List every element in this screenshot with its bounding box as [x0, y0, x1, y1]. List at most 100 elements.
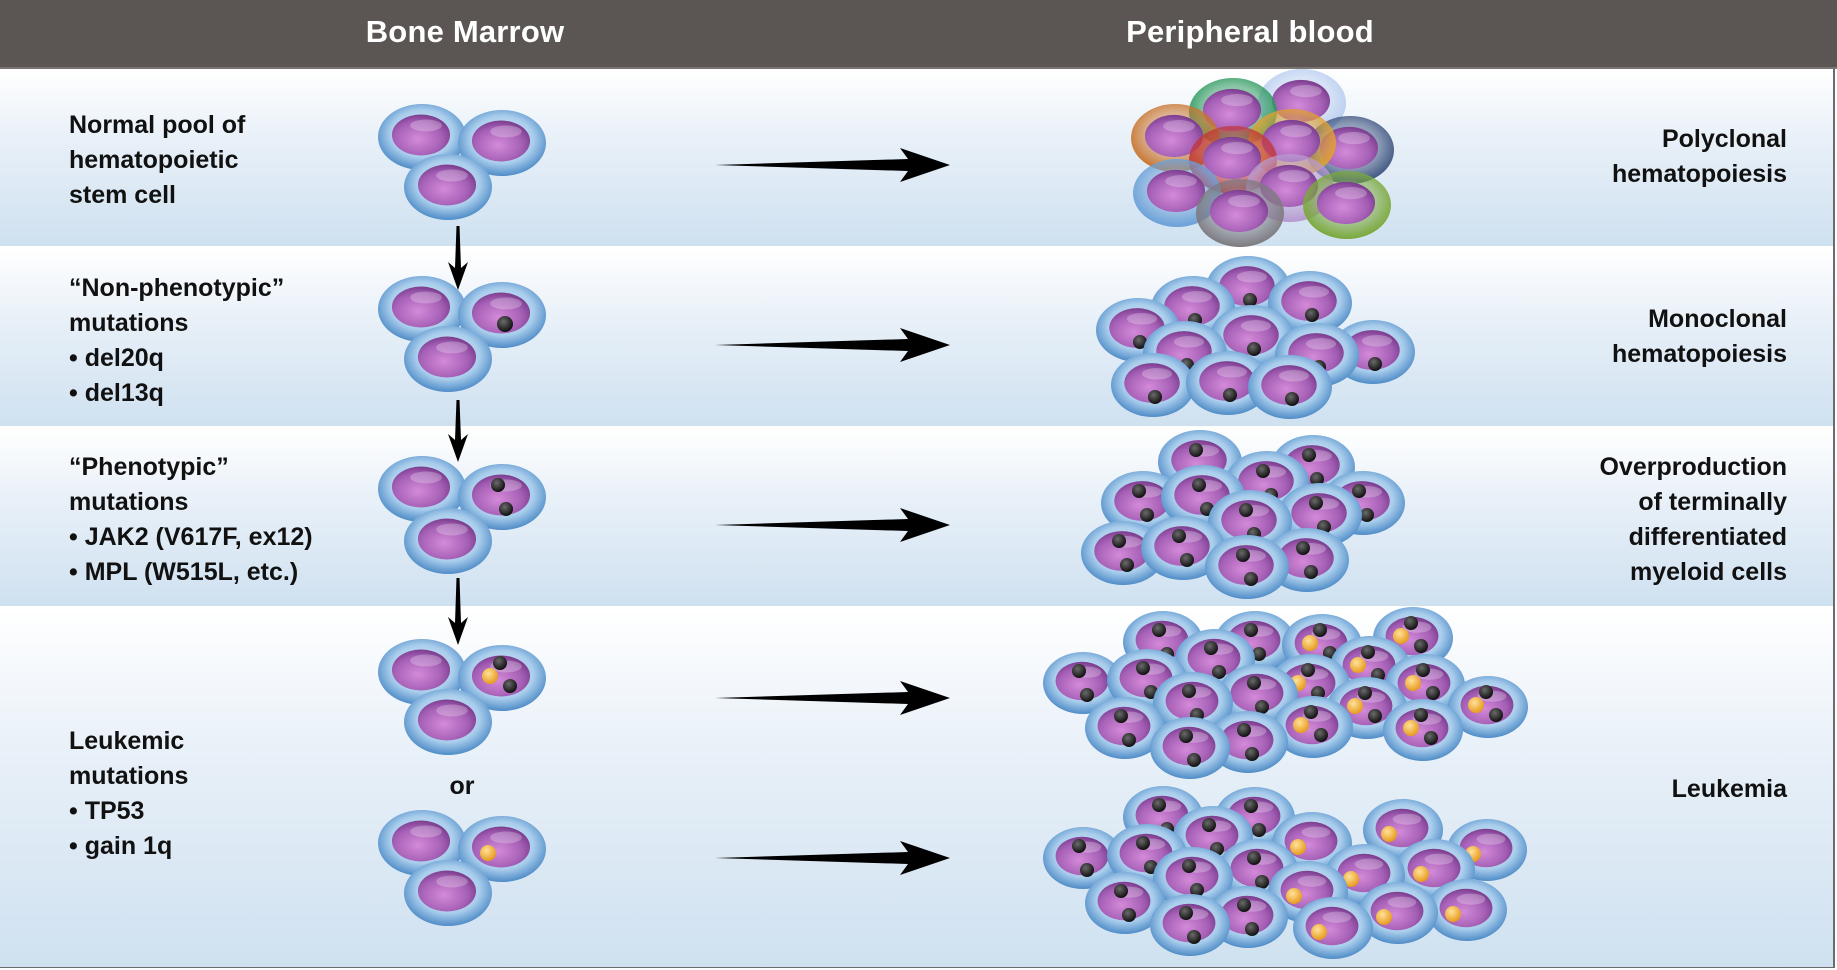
arrows-layer [448, 148, 950, 875]
mutation-marker-black [1172, 529, 1186, 543]
mutation-marker-black [1114, 709, 1128, 723]
nucleus-highlight [436, 341, 468, 354]
mutation-marker-black [1310, 472, 1324, 486]
cell-nucleus [1219, 266, 1275, 306]
label-line: “Non-phenotypic” [69, 274, 285, 302]
cell-nucleus [391, 820, 451, 862]
label-line: stem cell [69, 181, 177, 209]
cell-nucleus [1164, 286, 1220, 326]
cell-nucleus [471, 474, 531, 516]
mutation-marker-black [1202, 818, 1216, 832]
nucleus-highlight [436, 169, 468, 182]
mutation-marker-black [1120, 558, 1134, 572]
nucleus-highlight [1476, 833, 1506, 845]
cell [458, 645, 546, 711]
mutation-marker-black [1190, 883, 1204, 897]
cell-nucleus [417, 870, 477, 912]
mutation-marker-black [1404, 616, 1418, 630]
nucleus-highlight [1392, 813, 1422, 825]
nucleus-highlight [490, 297, 522, 310]
nucleus-highlight [1305, 338, 1337, 350]
nucleus-highlight [1278, 370, 1310, 382]
transition-arrow-down [448, 578, 468, 645]
mutation-marker-black [1304, 565, 1318, 579]
mutation-marker-black [1244, 572, 1258, 586]
progression-arrow [715, 508, 950, 542]
cell [1085, 697, 1165, 759]
mutation-marker-black [1368, 709, 1382, 723]
label-line: mutations [69, 762, 189, 790]
cell-nucleus [391, 649, 451, 691]
mutation-marker-black [1140, 508, 1154, 522]
nucleus-highlight [1301, 826, 1331, 838]
nucleus-highlight [1298, 286, 1330, 298]
cell-nucleus [1221, 500, 1277, 540]
cell-nucleus [1199, 361, 1255, 401]
cell [1448, 676, 1528, 738]
mutation-marker-black [1301, 663, 1315, 677]
mutation-marker-black [1358, 686, 1372, 700]
mutation-marker-yellow [1343, 871, 1359, 887]
mutation-marker-yellow [1293, 717, 1309, 733]
mutation-marker-black [1132, 484, 1146, 498]
nucleus-highlight [1228, 194, 1260, 208]
mutation-bullet: • gain 1q [69, 832, 173, 860]
mutation-bullet: • MPL (W515L, etc.) [69, 558, 299, 586]
cell-nucleus [417, 164, 477, 206]
nucleus-highlight [1126, 313, 1158, 325]
nucleus-highlight [1280, 124, 1312, 138]
mutation-marker-black [1244, 623, 1258, 637]
nucleus-highlight [1456, 893, 1486, 905]
cell-nucleus [1055, 836, 1109, 876]
mutation-marker-black [1368, 357, 1382, 371]
label-line: Polyclonal [1661, 125, 1787, 153]
mutation-marker-black [1136, 836, 1150, 850]
progression-arrow [715, 148, 950, 182]
cell [404, 689, 492, 755]
cell [1383, 699, 1463, 761]
mutation-marker-black [1189, 443, 1203, 457]
cell [458, 464, 546, 530]
cell [1150, 894, 1230, 956]
mutation-marker-yellow [1403, 720, 1419, 736]
mutation-marker-yellow [1302, 635, 1318, 651]
label-line: hematopoiesis [1611, 340, 1787, 368]
nucleus-highlight [1163, 119, 1195, 133]
cell [404, 326, 492, 392]
mutation-marker-black [1489, 708, 1503, 722]
cell [1273, 696, 1353, 758]
mutation-marker-black [1255, 700, 1269, 714]
mutation-marker-yellow [1413, 866, 1429, 882]
mutation-marker-black [1223, 388, 1237, 402]
progression-arrow [715, 328, 950, 362]
mutation-marker-yellow [1286, 888, 1302, 904]
nucleus-highlight [1424, 853, 1454, 865]
label-line: differentiated [1628, 523, 1787, 551]
cell [378, 456, 466, 522]
mutation-marker-black [1072, 664, 1086, 678]
mutation-marker-black [1305, 308, 1319, 322]
mutation-marker-yellow [1445, 906, 1461, 922]
nucleus-highlight [1141, 368, 1173, 380]
cell [1248, 355, 1332, 419]
label-line: mutations [69, 488, 189, 516]
cell [458, 816, 546, 882]
mutation-bullet: • JAK2 (V617F, ex12) [69, 523, 313, 551]
cell-nucleus [1230, 673, 1284, 713]
cell-nucleus [1154, 526, 1210, 566]
peripheral-blood-heading: Peripheral blood [1126, 14, 1374, 49]
nucleus-highlight [1354, 858, 1384, 870]
cell-nucleus [1278, 538, 1334, 578]
mutation-marker-black [1192, 478, 1206, 492]
label-line: Overproduction [1599, 453, 1787, 481]
nucleus-highlight [1165, 174, 1197, 188]
cell [404, 860, 492, 926]
cell-nucleus [391, 286, 451, 328]
cell-nucleus [471, 120, 531, 162]
mutation-marker-black [1414, 708, 1428, 722]
cell [1107, 824, 1187, 886]
monoclonal-hematopoiesis-label: Monoclonal hematopoiesis [1612, 302, 1787, 372]
cell-nucleus [1261, 365, 1317, 405]
mutation-marker-black [1313, 623, 1327, 637]
mutation-marker-black [1352, 484, 1366, 498]
